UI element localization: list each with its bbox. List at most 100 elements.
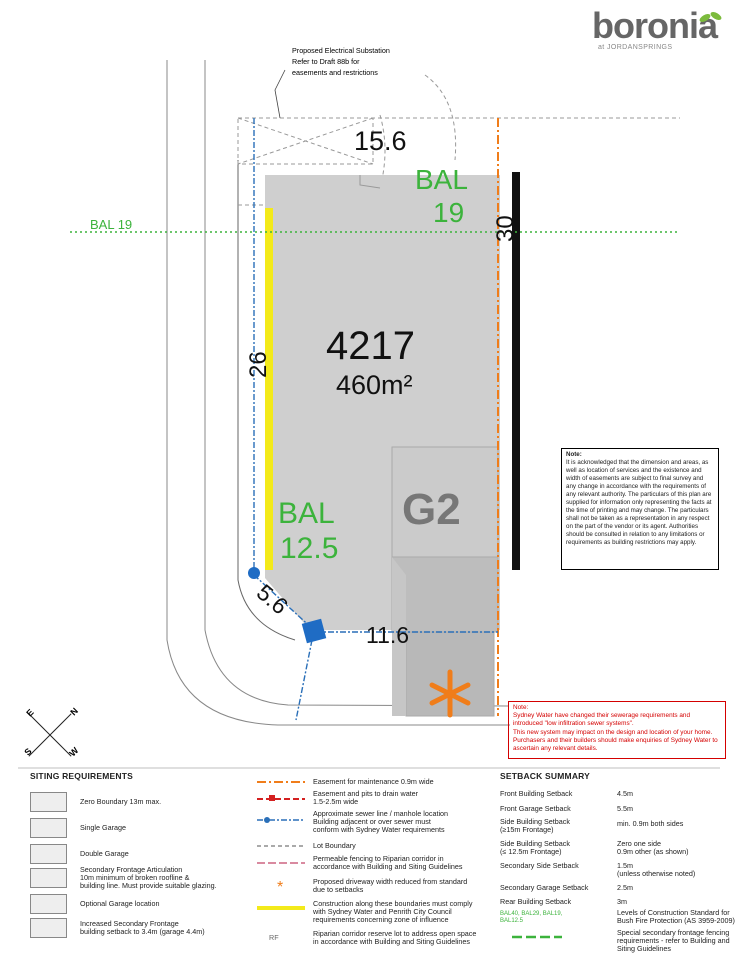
- setback-label: (≥15m Frontage): [500, 825, 554, 834]
- bal-levels-label: BAL12.5: [500, 918, 524, 924]
- line-legend: * Easement for maintenance 0.9m wide Eas…: [255, 772, 485, 952]
- water-note-line: Purchasers and their builders should mak…: [513, 736, 718, 744]
- siting-label: 10m minimum of broken roofline &: [80, 873, 190, 882]
- note-line: It is acknowledged that the dimension an…: [566, 459, 709, 466]
- setback-label: Secondary Garage Setback: [500, 883, 589, 892]
- bal-levels-label: BAL40, BAL29, BAL19,: [500, 911, 563, 917]
- legend-label: Approximate sewer line / manhole locatio…: [313, 809, 449, 818]
- setback-value: 2.5m: [617, 883, 633, 892]
- dimension-left: 26: [245, 351, 272, 378]
- setback-value: 1.5m: [617, 861, 633, 870]
- manhole-marker: [248, 567, 260, 579]
- bal-top-1: BAL: [415, 164, 468, 195]
- svg-text:*: *: [277, 879, 283, 896]
- substation-note-1: Proposed Electrical Substation: [292, 46, 390, 55]
- setback-value: Special secondary frontage fencing: [617, 928, 730, 937]
- note-line: supplied for information only representi…: [566, 499, 712, 506]
- note-line: any relevant authority. The particulars …: [566, 491, 712, 498]
- compass-e: E: [24, 707, 35, 718]
- sydney-water-note: Note: Sydney Water have changed their se…: [508, 701, 726, 759]
- setback-value: Zero one side: [617, 839, 661, 848]
- lot-number: 4217: [326, 324, 415, 368]
- siting-title: SITING REQUIREMENTS: [30, 771, 133, 781]
- legend-label: Riparian corridor reserve lot to address…: [313, 929, 477, 938]
- substation-note-2: Refer to Draft 88b for: [292, 57, 360, 66]
- sewer-pit-marker: [301, 618, 327, 644]
- setback-label: Rear Building Setback: [500, 897, 572, 906]
- note-line: well as location of services and the exi…: [566, 467, 702, 474]
- lot-area: 460m²: [336, 370, 413, 400]
- legend-label: Construction along these boundaries must…: [313, 899, 473, 908]
- construction-boundary: [265, 208, 273, 570]
- setback-value: 3m: [617, 897, 627, 906]
- legend-label: conform with Sydney Water requirements: [313, 825, 445, 834]
- siting-label: Zero Boundary 13m max.: [80, 797, 162, 806]
- note-line: any change in accordance with the requir…: [566, 483, 706, 490]
- compass-s: S: [22, 746, 33, 757]
- garage-area: [391, 446, 499, 558]
- legend-label: in accordance with Building and Siting G…: [313, 937, 471, 946]
- legend-label: Easement and pits to drain water: [313, 789, 419, 798]
- setback-summary: SETBACK SUMMARY Front Building Setback 4…: [500, 771, 735, 953]
- water-note-line: introduced "low infiltration sewer syste…: [513, 720, 634, 728]
- siting-label: building setback to 3.4m (garage 4.4m): [80, 927, 205, 936]
- setback-label: (≤ 12.5m Frontage): [500, 847, 562, 856]
- setback-value: 0.9m other (as shown): [617, 847, 689, 856]
- water-note-line: Sydney Water have changed their sewerage…: [513, 712, 691, 720]
- legend-label: Permeable fencing to Riparian corridor i…: [313, 854, 444, 863]
- siting-label: building line. Must provide suitable gla…: [80, 881, 217, 890]
- siting-label: Optional Garage location: [80, 899, 160, 908]
- setback-value: 5.5m: [617, 804, 633, 813]
- legend-label: Building adjacent or over sewer must: [313, 817, 431, 826]
- dimension-top: 15.6: [354, 126, 407, 156]
- siting-requirements-legend: SITING REQUIREMENTS Zero Boundary 13m ma…: [30, 772, 245, 952]
- compass-icon: [28, 713, 72, 757]
- bal-left-2: 12.5: [280, 532, 338, 565]
- compass-w: W: [67, 745, 80, 758]
- legend-label: due to setbacks: [313, 885, 364, 894]
- note-line: width of easements are subject to final …: [566, 475, 704, 482]
- line-swatches: *: [257, 781, 305, 910]
- substation-note-3: easements and restrictions: [292, 68, 378, 77]
- setback-title: SETBACK SUMMARY: [500, 771, 591, 781]
- legend-label: Proposed driveway width reduced from sta…: [313, 877, 468, 886]
- bal-19-line-label: BAL 19: [90, 217, 132, 232]
- water-note-line: ascertain any relevant details.: [513, 745, 598, 753]
- legend-label: with Sydney Water and Penrith City Counc…: [313, 907, 452, 916]
- legend-label: 1.5-2.5m wide: [313, 797, 359, 806]
- setback-value: Siting Guidelines: [617, 944, 671, 953]
- water-note-line: This new system may impact on the design…: [513, 728, 713, 736]
- water-note-title: Note:: [513, 704, 529, 711]
- single-garage-icon: [30, 818, 67, 838]
- boronia-logo: boronia at JORDANSPRINGS: [592, 8, 732, 60]
- legend-label: Lot Boundary: [313, 841, 356, 850]
- siting-label: Secondary Frontage Articulation: [80, 865, 183, 874]
- dimension-bottom: 11.6: [366, 622, 409, 648]
- dimension-right: 30: [492, 215, 519, 242]
- secondary-frontage-icon: [30, 918, 67, 938]
- setback-value: Bush Fire Protection (AS 3959-2009): [617, 916, 735, 925]
- optional-garage-icon: [30, 894, 67, 914]
- legend-label: Easement for maintenance 0.9m wide: [313, 777, 434, 786]
- brand-subtitle: at JORDANSPRINGS: [598, 44, 673, 51]
- siting-label: Increased Secondary Frontage: [80, 919, 179, 928]
- setback-value: Levels of Construction Standard for: [617, 908, 730, 917]
- double-garage-icon: [30, 844, 67, 864]
- fencing-swatch: [512, 935, 562, 939]
- zero-boundary: [512, 172, 520, 570]
- legend-label: requirements concerning zone of influenc…: [313, 915, 449, 924]
- rf-label: RF: [269, 933, 279, 942]
- compass-n: N: [68, 706, 80, 718]
- setback-label: Front Building Setback: [500, 789, 573, 798]
- note-line: requirements as building restrictions ma…: [566, 539, 697, 546]
- driveway-reduced-marker: [429, 669, 471, 718]
- zero-boundary-icon: [30, 792, 67, 812]
- setback-value: (unless otherwise noted): [617, 869, 696, 878]
- note-line: the time of printing and may change. The…: [566, 507, 709, 514]
- bal-left-1: BAL: [278, 497, 335, 530]
- siting-label: Double Garage: [80, 849, 129, 858]
- setback-value: requirements - refer to Building and: [617, 936, 730, 945]
- setback-label: Secondary Side Setback: [500, 861, 579, 870]
- setback-label: Front Garage Setback: [500, 804, 571, 813]
- bal-top-2: 19: [433, 197, 464, 228]
